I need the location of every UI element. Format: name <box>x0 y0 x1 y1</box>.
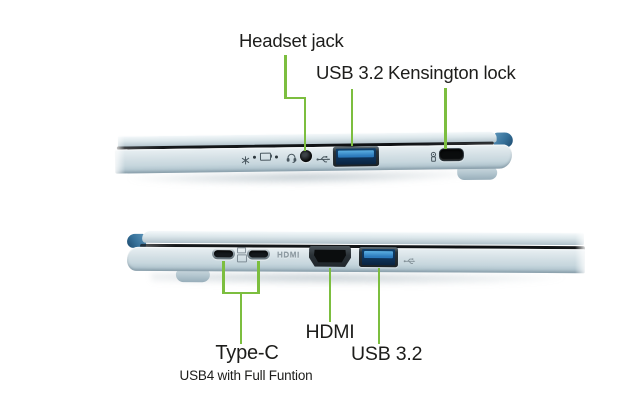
drop-shadow <box>123 170 484 188</box>
photo-crop-fade <box>574 227 588 288</box>
usb-c-port-2 <box>246 248 271 260</box>
usb-c-cavity <box>249 250 268 258</box>
usb-3-2-top-label: USB 3.2 <box>316 62 384 83</box>
kensington-callout-line <box>444 88 447 149</box>
laptop-right-side-view <box>112 125 514 191</box>
laptop-lid-edge <box>142 229 585 246</box>
battery-led-dot <box>274 154 278 159</box>
battery-led-icon <box>259 152 272 161</box>
usb-3-2-bottom-label: USB 3.2 <box>351 343 423 365</box>
charging-battery-icon <box>237 246 247 253</box>
type-c-callout-line-left <box>222 261 225 294</box>
headset-callout-line-vertical-2 <box>303 97 307 151</box>
usb-icon <box>403 252 416 270</box>
usb-bottom-callout-line <box>377 268 381 344</box>
kensington-lock-slot <box>438 148 465 162</box>
power-led-icon <box>241 152 250 170</box>
hdmi-port <box>309 246 351 267</box>
usb-top-callout-line <box>350 89 354 146</box>
power-led-dot <box>252 155 256 159</box>
kensington-lock-label: Kensington lock <box>388 62 516 83</box>
type-c-callout-line-right <box>257 261 260 294</box>
headset-callout-line-vertical-1 <box>284 55 287 99</box>
type-c-label: Type-C <box>215 342 279 364</box>
type-c-callout-stem <box>239 293 243 344</box>
usb-a-port <box>358 247 399 268</box>
hdmi-label: HDMI <box>305 321 355 343</box>
photo-crop-fade <box>112 130 126 191</box>
hdmi-cavity <box>314 249 346 262</box>
usb-c-port-1 <box>211 248 236 260</box>
usb-a-tongue <box>337 150 374 158</box>
rubber-foot <box>457 166 498 181</box>
type-c-callout-bracket <box>222 291 260 295</box>
headset-callout-line-elbow <box>284 96 306 100</box>
drop-shadow <box>150 272 571 288</box>
usb-icon <box>316 151 331 169</box>
type-c-sublabel: USB4 with Full Funtion <box>179 368 313 383</box>
laptop-base-edge <box>126 246 586 274</box>
headset-jack-port <box>299 150 313 163</box>
hdmi-callout-line <box>328 268 332 322</box>
laptop-left-side-view: HDMI <box>126 225 588 288</box>
usb-a-port <box>332 146 380 167</box>
headset-jack-label: Headset jack <box>239 30 344 51</box>
hdmi-embossed-text: HDMI <box>276 250 300 260</box>
usb-c-cavity <box>214 250 233 258</box>
display-out-icon <box>236 253 247 263</box>
kensington-lock-icon <box>429 149 438 167</box>
usb-a-tongue <box>363 251 394 259</box>
headset-icon <box>286 150 297 168</box>
